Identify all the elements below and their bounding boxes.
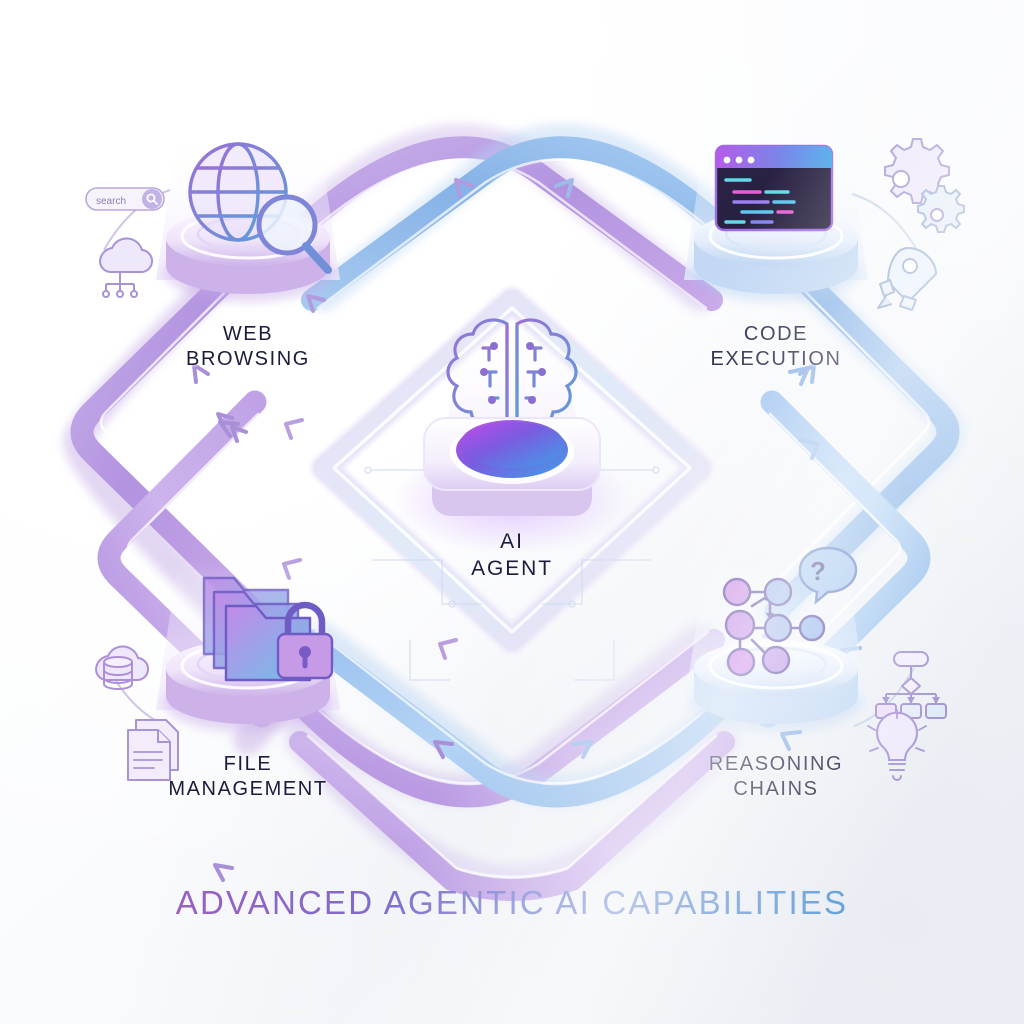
globe-search-icon — [188, 142, 332, 274]
search-pill-icon[interactable]: search — [85, 187, 165, 211]
node-ai-agent[interactable] — [392, 318, 632, 554]
connector-bottom-loop — [285, 725, 739, 901]
node-graph-icon: ? — [722, 546, 858, 677]
orb-highlight — [460, 420, 564, 468]
search-placeholder-text: search — [96, 196, 126, 207]
node-web-browsing[interactable] — [156, 130, 340, 302]
node-file-management[interactable] — [156, 560, 340, 732]
page-title: ADVANCED AGENTIC AI CAPABILITIES — [0, 884, 1024, 922]
node-label-web-browsing: WEB BROWSING — [186, 323, 310, 370]
document-pages-icon — [127, 719, 179, 781]
connector-bottom-right-to-center — [299, 623, 743, 808]
connector-right-loop — [756, 237, 963, 728]
node-label-reasoning-chains: REASONING CHAINS — [708, 753, 844, 800]
code-window-icon — [714, 144, 834, 232]
svg-text:?: ? — [810, 556, 826, 586]
folder-lock-icon — [202, 576, 334, 682]
cloud-network-icon — [98, 237, 154, 298]
node-label-code-execution: CODE EXECUTION — [710, 323, 842, 370]
dotted-arc — [851, 193, 919, 253]
gears-icon — [884, 138, 965, 233]
pedestal-ring — [708, 642, 844, 690]
node-code-execution[interactable] — [684, 130, 868, 302]
flowchart-icon — [875, 651, 947, 719]
cloud-database-icon — [94, 645, 150, 690]
node-label-file-management: FILE MANAGEMENT — [168, 753, 328, 800]
node-reasoning-chains[interactable]: ? — [684, 546, 868, 732]
connector-top-right-to-center — [301, 124, 743, 311]
node-label-ai-agent: AI AGENT — [471, 530, 553, 580]
rocket-icon — [877, 247, 937, 311]
lightbulb-icon — [867, 709, 927, 781]
connector-inner-diamond — [311, 287, 713, 653]
